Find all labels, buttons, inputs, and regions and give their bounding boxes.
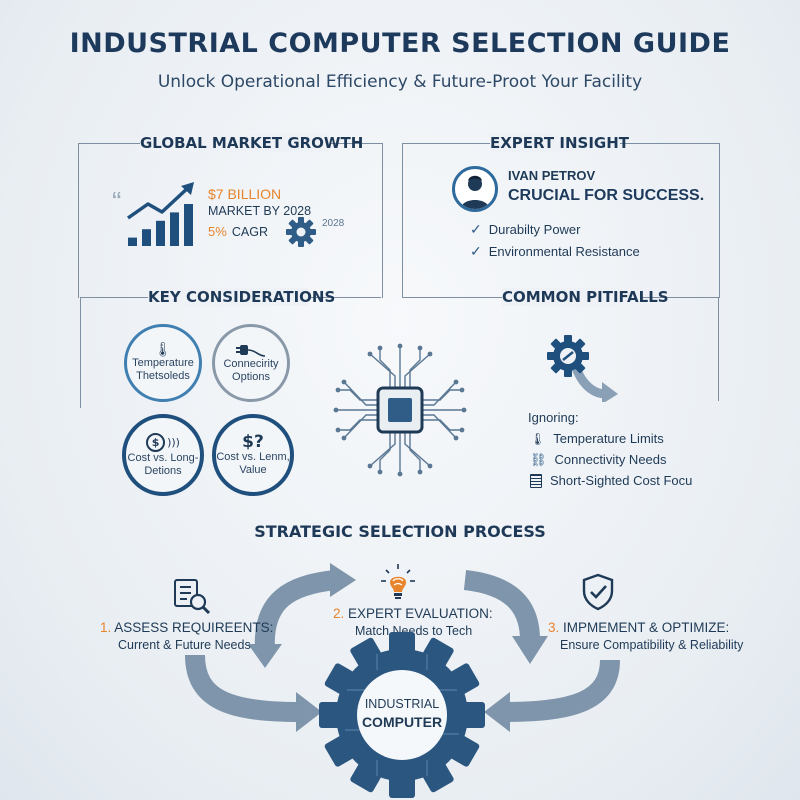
growth-bar	[156, 220, 165, 246]
calculator-icon	[530, 473, 542, 488]
core-label-line2: COMPUTER	[361, 714, 443, 730]
consideration-label: Temperature	[132, 357, 194, 369]
expert-quote: CRUCIAL FOR SUCCESS.	[508, 187, 705, 204]
growth-bar	[184, 204, 193, 246]
consideration-label: Detions	[144, 464, 182, 477]
expert-point: ✓ Durabilty Power	[470, 218, 640, 240]
expert-avatar	[452, 166, 498, 212]
process-step-1: 1. ASSESS REQUIREENTS: Current & Future …	[100, 620, 273, 652]
cagr-value: 5%	[208, 224, 227, 239]
cost-badge: $ )))	[146, 432, 180, 452]
dollar-icon: $	[146, 432, 166, 452]
process-step-3: 3. IMPMEMENT & OPTIMIZE: Ensure Compatib…	[548, 620, 743, 652]
consideration-cost-long: $ ))) Cost vs. Long- Detions	[122, 414, 204, 496]
growth-trend-line	[126, 184, 192, 220]
consideration-label: Thetsoleds	[136, 370, 190, 382]
market-year: 2028	[322, 218, 345, 229]
thermometer-icon: 🌡	[154, 342, 172, 358]
expert-point-label: Durabilty Power	[488, 221, 581, 237]
considerations-title: KEY CONSIDERATIONS	[148, 288, 336, 306]
shield-check-icon	[582, 573, 614, 611]
pitfall-item: 🌡 Temperature Limits	[530, 428, 692, 449]
step-subtitle: Match Needs to Tech	[355, 624, 473, 638]
check-icon: ✓	[470, 242, 482, 259]
cagr-label: CAGR	[231, 225, 269, 239]
consideration-temperature: 🌡 Temperature Thetsoleds	[124, 324, 202, 402]
consideration-label: Connecirity	[223, 358, 279, 370]
market-title: GLOBAL MARKET GROWTH	[140, 134, 364, 152]
consideration-label: Cost vs. Lenm,	[216, 451, 290, 463]
consideration-label: Cost vs. Long-	[127, 451, 199, 464]
industrial-computer-gear	[319, 632, 485, 798]
quote-mark: “	[112, 186, 122, 217]
expert-points: ✓ Durabilty Power ✓ Environmental Resist…	[470, 218, 640, 262]
growth-arrow-head	[181, 182, 194, 195]
pitfall-label: Connectivity Needs	[554, 452, 667, 467]
dollar-question-icon: $?	[242, 432, 264, 452]
market-growth-chart	[126, 182, 194, 246]
pitfalls-intro: Ignoring:	[528, 410, 579, 425]
expert-name: IVAN PETROV	[508, 168, 596, 183]
pitfall-label: Temperature Limits	[553, 431, 664, 446]
checklist-magnifier-icon	[174, 579, 211, 615]
consideration-label: Value	[239, 464, 267, 476]
step-subtitle: Ensure Compatibility & Reliability	[560, 638, 744, 652]
pitfall-label: Short-Sighted Cost Focu	[550, 473, 693, 488]
link-icon: ⛓	[530, 451, 547, 467]
step-title: ASSESS REQUIREENTS:	[114, 620, 274, 635]
market-value: $7 BILLION	[208, 186, 282, 202]
processor-chip-icon	[333, 343, 467, 477]
growth-bar	[128, 237, 137, 246]
consideration-label: Options	[232, 371, 270, 383]
step-title: IMPMEMENT & OPTIMIZE:	[563, 620, 730, 635]
pitfall-item: Short-Sighted Cost Focu	[530, 470, 692, 491]
check-icon: ✓	[470, 220, 482, 237]
step-subtitle: Current & Future Needs	[118, 638, 251, 652]
step-number: 3.	[548, 620, 560, 635]
expert-point: ✓ Environmental Resistance	[470, 240, 640, 262]
person-icon	[461, 175, 489, 209]
core-label-line1: INDUSTRIAL	[364, 697, 440, 711]
growth-bar	[170, 212, 179, 246]
process-step-2: 2. EXPERT EVALUATION: Match Needs to Tec…	[333, 606, 493, 638]
page-title: INDUSTRIAL COMPUTER SELECTION GUIDE	[69, 28, 731, 59]
gear-icon	[286, 217, 316, 247]
page-subtitle: Unlock Operational Efficiency & Future-P…	[157, 72, 643, 92]
broken-chain-gear-icon	[547, 335, 618, 402]
step-title: EXPERT EVALUATION:	[348, 606, 493, 621]
process-title: STRATEGIC SELECTION PROCESS	[254, 522, 546, 541]
consideration-cost-value: $? Cost vs. Lenm, Value	[212, 414, 294, 496]
pitfalls-title: COMMON PITIFALLS	[502, 288, 669, 306]
step-number: 2.	[333, 606, 345, 621]
consideration-connectivity: Connecirity Options	[212, 324, 290, 402]
plug-icon	[236, 345, 266, 357]
expert-title: EXPERT INSIGHT	[490, 134, 629, 152]
thermometer-icon: 🌡	[530, 431, 546, 446]
signal-icon: )))	[167, 435, 180, 449]
brain-lightbulb-icon	[381, 564, 415, 599]
pitfall-item: ⛓ Connectivity Needs	[530, 449, 692, 470]
pitfalls-list: 🌡 Temperature Limits ⛓ Connectivity Need…	[530, 428, 692, 491]
growth-bar	[142, 229, 151, 246]
expert-point-label: Environmental Resistance	[488, 243, 640, 259]
market-value-label: MARKET BY 2028	[208, 204, 312, 218]
step-number: 1.	[100, 620, 112, 635]
market-cagr: 5% CAGR	[208, 221, 268, 240]
